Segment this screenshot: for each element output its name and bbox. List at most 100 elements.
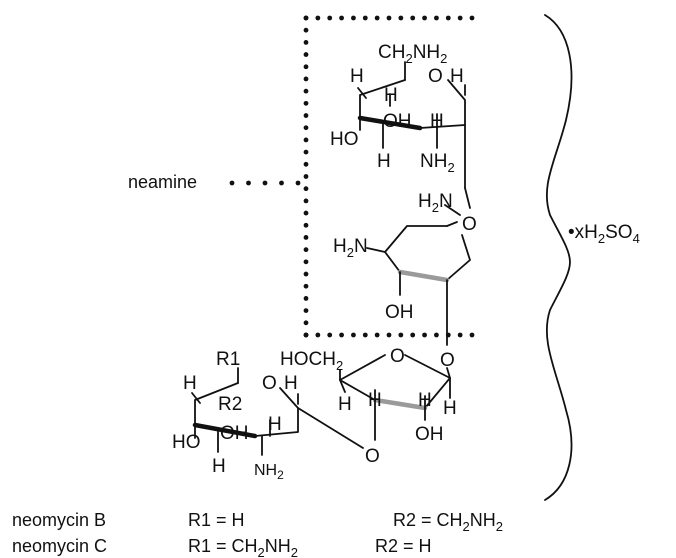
legend-neomycin-b-r2: R2 = CH2NH2: [393, 510, 503, 534]
neamine-box-dot: [303, 283, 309, 289]
neamine-box-dot: [303, 88, 309, 94]
ring-a: CH2NH2 H O H H OH H HO H NH2: [330, 42, 471, 209]
neamine-leader-dot: [295, 180, 301, 186]
neamine-leader-dot: [262, 180, 268, 186]
ribose-oxygen-bottom-label: O: [365, 446, 380, 467]
ring-b-glycosidic-oxygen-label: O: [462, 214, 477, 235]
neamine-box-dot: [303, 210, 309, 216]
neamine-leader-dot: [229, 180, 235, 186]
ring-d-h-right-label: H: [284, 373, 298, 394]
neamine-box-dot: [303, 149, 309, 155]
neamine-box-dot: [303, 186, 309, 192]
ring-d-r2-label: R2: [218, 394, 242, 415]
variant-legend: neomycin B R1 = H R2 = CH2NH2 neomycin C…: [12, 510, 503, 558]
sulfate-salt-label: •xH2SO4: [568, 222, 640, 246]
neamine-box-dot: [303, 320, 309, 326]
ring-d: R1 H O H R2 HO OH H H NH2: [172, 349, 364, 482]
neamine-box-dot: [398, 332, 404, 338]
neamine-box-dot: [303, 64, 309, 70]
ring-d-h-bottom-label: H: [212, 456, 226, 477]
neamine-box-dot: [434, 332, 439, 338]
ring-a-h-left-label: H: [350, 66, 364, 87]
neamine-box-dot: [303, 222, 309, 228]
ring-a-h-right-label: H: [450, 66, 464, 87]
legend-neomycin-b-r1: R1 = H: [188, 510, 245, 530]
neamine-box-dot: [303, 271, 309, 277]
neamine-box-dot: [303, 235, 309, 240]
neamine-box-dot: [351, 15, 356, 21]
neamine-box-dot: [422, 332, 427, 338]
neamine-box-dot: [303, 137, 309, 143]
ribose-h2-label: H: [368, 390, 382, 411]
ribose-hoch2-label: HOCH2: [280, 349, 343, 373]
ribose-oh-label: OH: [415, 424, 444, 445]
ring-d-h-left-label: H: [183, 373, 197, 394]
neamine-box-dot: [303, 52, 309, 57]
neamine-box-dot: [351, 332, 356, 338]
ring-b-oh-label: OH: [385, 302, 414, 323]
neamine-box-dot: [303, 308, 309, 314]
neamine-box-dot: [362, 15, 368, 21]
neamine-leader-dots: [229, 180, 301, 186]
ribose-oxygen-top-label: O: [440, 350, 455, 371]
neamine-leader-dot: [246, 180, 251, 186]
neamine-box-dot: [303, 198, 309, 204]
ribose-h1-label: H: [338, 394, 352, 415]
ring-a-nh2-label: NH2: [420, 151, 455, 175]
ring-d-ring-oxygen-label: O: [262, 373, 277, 394]
ring-a-oh-label: OH: [383, 111, 412, 132]
neamine-box-dot: [327, 332, 333, 338]
neamine-box-dot: [303, 27, 309, 33]
neamine-box-dot: [445, 15, 451, 21]
neamine-box-dot: [303, 125, 309, 131]
ring-a-h-bottom-label: H: [377, 151, 391, 172]
neamine-box-dot: [374, 15, 380, 21]
neamine-box-dot: [386, 332, 392, 338]
neamine-box-dot: [327, 15, 333, 21]
neamine-box-dot: [303, 259, 309, 265]
legend-neomycin-c-name: neomycin C: [12, 536, 107, 556]
neamine-box-dot: [457, 332, 463, 338]
ring-b-h2n-left-label: H2N: [333, 236, 368, 260]
ring-d-ho-label: HO: [172, 432, 201, 453]
ring-a-h-mid-label: H: [430, 111, 444, 132]
ring-d-h-mid-label: H: [268, 414, 282, 435]
neamine-box-dot: [362, 332, 368, 338]
neamine-box-dot: [469, 332, 475, 338]
ring-a-ho-label: HO: [330, 129, 359, 150]
neamine-box-dot: [303, 113, 309, 118]
neamine-box-dot: [303, 174, 309, 179]
neamine-box-dot: [398, 15, 404, 21]
neamine-box-dot: [303, 100, 309, 106]
neamine-leader-dot: [279, 180, 284, 186]
neamine-box-dot: [315, 15, 321, 21]
ring-d-nh2-label: NH2: [254, 462, 284, 482]
ring-a-h-inner-label: H: [384, 85, 398, 106]
ribose-ring: O HOCH2 O H H H H OH O: [280, 346, 457, 467]
neamine-label: neamine: [128, 172, 197, 192]
neamine-box-dot: [303, 161, 309, 167]
neamine-box-dot: [339, 15, 344, 21]
neamine-box-dot: [374, 332, 380, 338]
ribose-h4-label: H: [443, 398, 457, 419]
neamine-box-dot: [315, 332, 321, 338]
neamine-box-dot: [303, 296, 309, 301]
neamine-box-dot: [303, 39, 309, 45]
neamine-box-dot: [303, 247, 309, 253]
neamine-box-dot: [410, 15, 416, 21]
neamine-box-dot: [457, 15, 463, 21]
neamine-box-dot: [303, 332, 309, 338]
ring-d-oh-label: OH: [220, 423, 249, 444]
neamine-box-dot: [434, 15, 439, 21]
neamine-dotted-box: [303, 15, 475, 338]
ring-a-ring-oxygen-label: O: [428, 66, 443, 87]
ring-b: H2N O H2N OH: [333, 191, 477, 346]
ribose-h3-label: H: [418, 390, 432, 411]
neamine-box-dot: [422, 15, 427, 21]
neamine-box-dot: [303, 76, 309, 82]
legend-neomycin-c-r1: R1 = CH2NH2: [188, 536, 298, 558]
ring-d-r1-label: R1: [216, 349, 240, 370]
neamine-box-dot: [339, 332, 344, 338]
neamine-box-dot: [386, 15, 392, 21]
ring-b-h2n-top-label: H2N: [418, 191, 453, 215]
